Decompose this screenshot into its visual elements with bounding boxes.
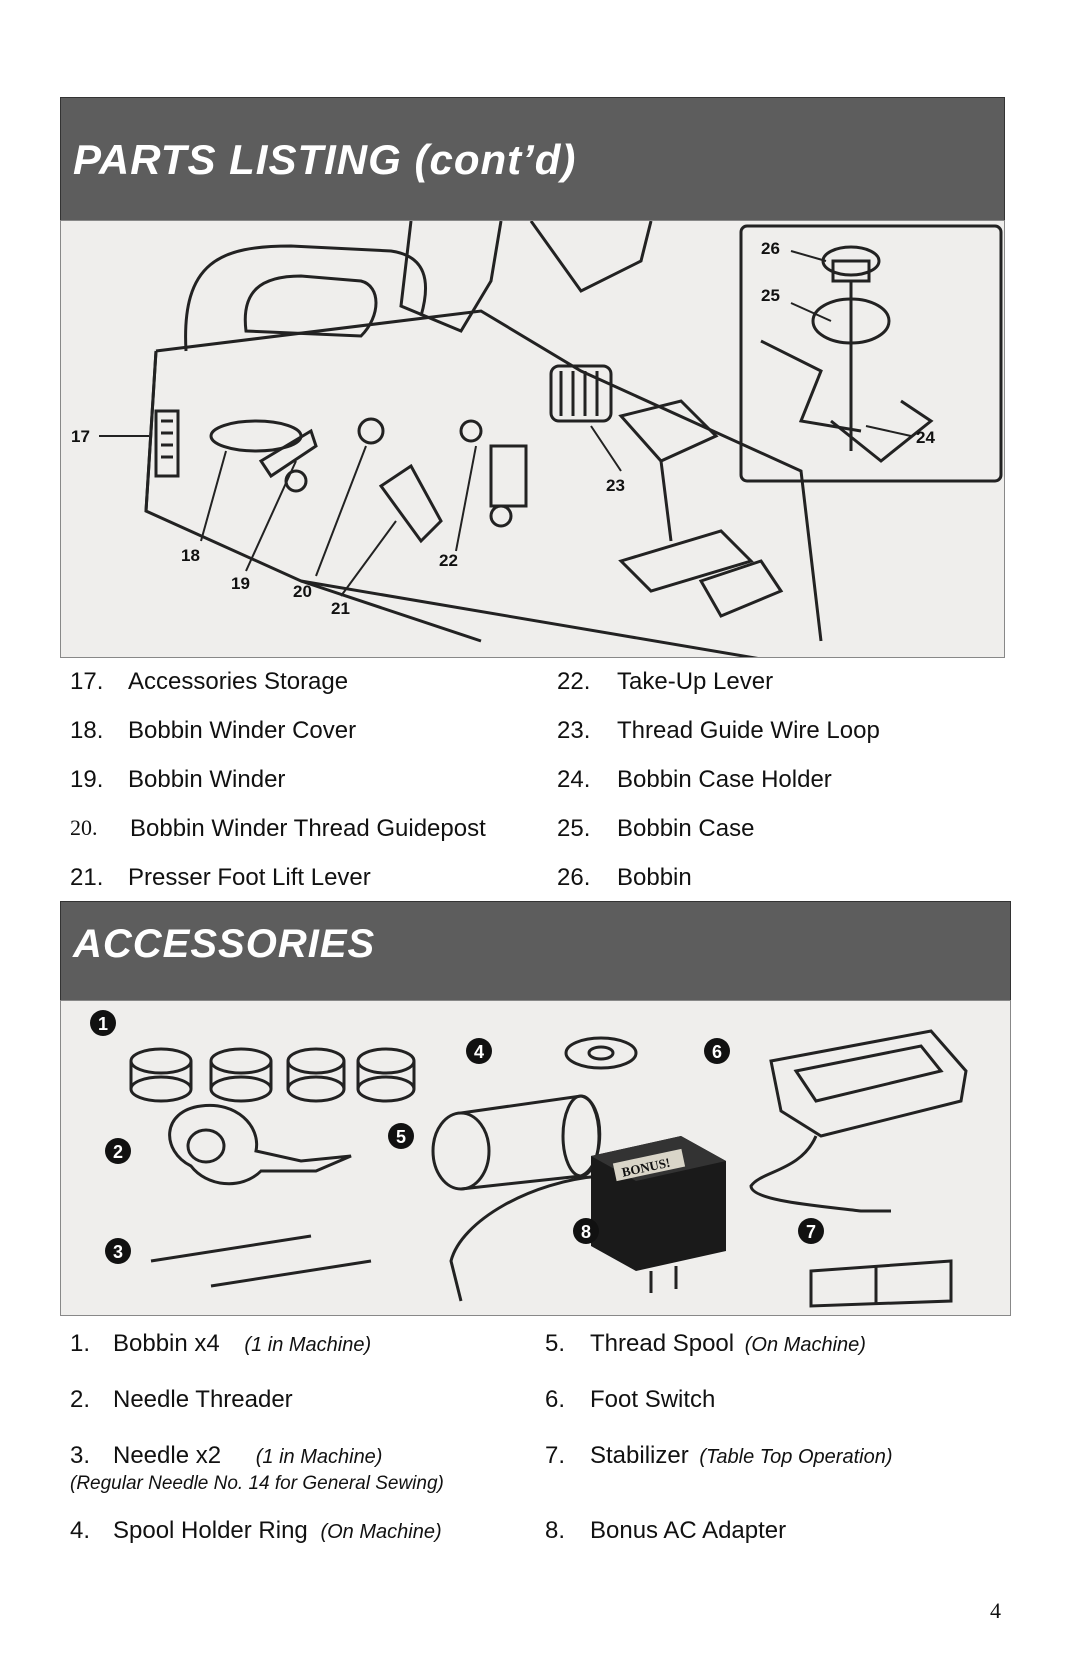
item-number: 3.: [70, 1442, 91, 1469]
item-note: (Table Top Operation): [699, 1446, 893, 1468]
item-label: Bonus AC Adapter: [590, 1517, 787, 1544]
item-number: 23.: [557, 717, 591, 744]
callout-26: 26: [761, 239, 780, 258]
item-label: Thread Spool (On Machine): [590, 1330, 866, 1358]
sewing-machine-parts-illustration: 17 18 19 20 21 22 23 24 25 26: [60, 220, 1005, 658]
item-label: Thread Guide Wire Loop: [617, 717, 880, 744]
badge-7: 7: [806, 1222, 816, 1242]
callout-19: 19: [231, 574, 250, 593]
callout-21: 21: [331, 599, 350, 618]
badge-4: 4: [474, 1042, 484, 1062]
item-label-text: Stabilizer: [590, 1442, 689, 1469]
item-note: (1 in Machine): [255, 1446, 383, 1468]
parts-listing-title: PARTS LISTING (cont’d): [73, 136, 577, 183]
item-label: Bobbin: [617, 864, 692, 891]
item-number: 17.: [70, 668, 104, 695]
callout-17: 17: [71, 427, 90, 446]
item-label-text: Needle x2: [113, 1442, 222, 1469]
item-label: Bobbin Case Holder: [617, 766, 832, 793]
item-label: Bobbin Winder Thread Guidepost: [130, 815, 486, 842]
badge-2: 2: [113, 1142, 123, 1162]
bobbin-icon: [129, 1047, 416, 1103]
item-number: 8.: [545, 1517, 566, 1544]
item-label: Bobbin Case: [617, 815, 755, 842]
item-number: 5.: [545, 1330, 566, 1357]
item-number: 4.: [70, 1517, 91, 1544]
item-number: 7.: [545, 1442, 566, 1469]
item-label: Bobbin Winder: [128, 766, 286, 793]
callout-22: 22: [439, 551, 458, 570]
page-number: 4: [990, 1598, 1001, 1623]
item-label: Presser Foot Lift Lever: [128, 864, 371, 891]
callout-18: 18: [181, 546, 200, 565]
item-note: (1 in Machine): [244, 1334, 372, 1356]
machine-drawing: 17 18 19 20 21 22 23 24 25 26: [71, 221, 1003, 657]
ac-adapter-icon: BONUS!: [591, 1136, 726, 1293]
item-number: 18.: [70, 717, 104, 744]
item-note: (On Machine): [744, 1334, 866, 1356]
item-label: Spool Holder Ring (On Machine): [113, 1517, 442, 1545]
item-label: Take-Up Lever: [617, 668, 774, 695]
item-number: 21.: [70, 864, 104, 891]
item-number: 20.: [70, 815, 98, 840]
badge-8: 8: [581, 1222, 591, 1242]
item-label: Stabilizer (Table Top Operation): [590, 1442, 892, 1470]
item-number: 25.: [557, 815, 591, 842]
item-label: Foot Switch: [590, 1386, 716, 1413]
item-number: 19.: [70, 766, 104, 793]
item-label: Accessories Storage: [128, 668, 349, 695]
item-note: (On Machine): [320, 1521, 442, 1543]
badge-1: 1: [98, 1014, 108, 1034]
item-label: Bobbin x4 (1 in Machine): [113, 1330, 371, 1358]
callout-20: 20: [293, 582, 312, 601]
item-number: 6.: [545, 1386, 566, 1413]
item-label-text: Thread Spool: [590, 1330, 735, 1357]
item-label-text: Bobbin x4: [113, 1330, 220, 1357]
accessories-drawing: BONUS! 1 2 3 4 5 6 7 8: [90, 1010, 968, 1308]
accessories-title: ACCESSORIES: [73, 922, 376, 966]
item-label: Needle x2 (1 in Machine): [113, 1442, 382, 1470]
item-number: 1.: [70, 1330, 91, 1357]
needle-subnote: (Regular Needle No. 14 for General Sewin…: [70, 1473, 444, 1494]
accessories-banner: ACCESSORIES: [60, 901, 1011, 1001]
item-number: 24.: [557, 766, 591, 793]
item-number: 22.: [557, 668, 591, 695]
callout-25: 25: [761, 286, 780, 305]
callout-24: 24: [916, 428, 935, 447]
item-number: 26.: [557, 864, 591, 891]
badge-5: 5: [396, 1127, 406, 1147]
item-label: Needle Threader: [113, 1386, 293, 1413]
item-label-text: Spool Holder Ring: [113, 1517, 308, 1544]
accessories-illustration: BONUS! 1 2 3 4 5 6 7 8: [60, 1000, 1011, 1316]
callout-23: 23: [606, 476, 625, 495]
item-label: Bobbin Winder Cover: [128, 717, 357, 744]
item-number: 2.: [70, 1386, 91, 1413]
badge-6: 6: [712, 1042, 722, 1062]
badge-3: 3: [113, 1242, 123, 1262]
parts-listing-banner: PARTS LISTING (cont’d): [60, 97, 1005, 221]
